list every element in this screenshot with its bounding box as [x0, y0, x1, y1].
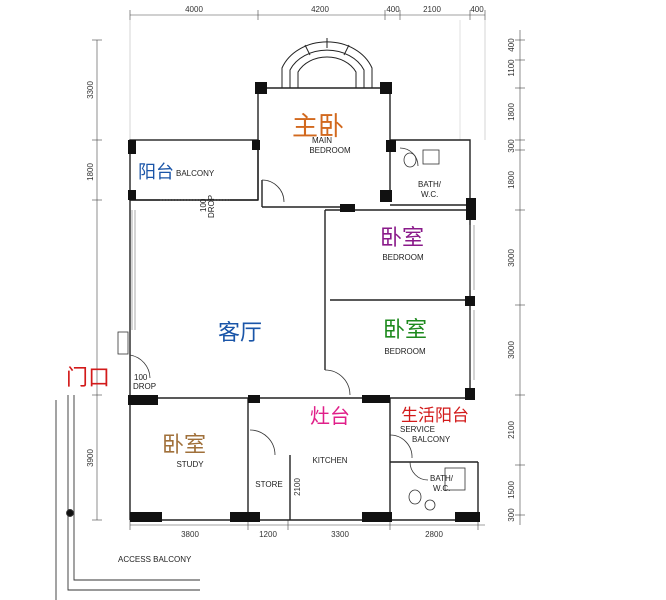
top-dimension-labels: 4000 4200 400 2100 400 [185, 5, 484, 14]
dim-left-1: 3300 [86, 81, 95, 99]
main-bedroom-zh: 主卧 [292, 112, 344, 142]
bath2-line2: W.C. [433, 484, 450, 493]
dim-right-8: 2100 [507, 421, 516, 439]
right-dimension-labels: 400 1100 1800 300 1800 3000 3000 2100 15… [507, 38, 516, 522]
dim-right-5: 1800 [507, 171, 516, 189]
balcony-en: BALCONY [176, 169, 215, 178]
main-bedroom-en-2: BEDROOM [309, 146, 351, 155]
dim-bottom-3: 3300 [331, 530, 349, 539]
service-balcony-en-1: SERVICE [400, 425, 435, 434]
drop-top-word: DROP [207, 195, 216, 218]
window-hatching [131, 199, 475, 380]
bath-fixtures [403, 149, 466, 511]
columns [128, 82, 480, 522]
kitchen-en: KITCHEN [312, 456, 347, 465]
dim-right-2: 1100 [507, 59, 516, 77]
bedroom1-zh: 卧室 [380, 226, 424, 251]
store-en: STORE [255, 480, 282, 489]
dim-right-1: 400 [507, 38, 516, 52]
access-balcony-en: ACCESS BALCONY [118, 555, 192, 564]
dim-bottom-2: 1200 [259, 530, 277, 539]
left-dimension-labels: 3300 1800 3900 [86, 81, 95, 467]
bath2-line1: BATH/ [430, 474, 454, 483]
main-bedroom-en-1: MAIN [312, 136, 332, 145]
bedroom2-zh: 卧室 [383, 318, 427, 343]
living-zh: 客厅 [218, 321, 262, 346]
service-balcony-zh: 生活阳台 [401, 406, 469, 426]
dim-right-7: 3000 [507, 341, 516, 359]
service-balcony-en-2: BALCONY [412, 435, 451, 444]
access-balcony-rail [55, 395, 200, 600]
walls [129, 87, 479, 521]
dim-top-5: 400 [470, 5, 484, 14]
kitchen-zh: 灶台 [310, 404, 350, 428]
bottom-dimension-labels: 3800 1200 3300 2800 [181, 530, 443, 539]
entry-cabinet [117, 331, 129, 355]
dim-left-2: 1800 [86, 163, 95, 181]
dim-top-1: 4000 [185, 5, 203, 14]
dim-bottom-1: 3800 [181, 530, 199, 539]
bedroom1-en: BEDROOM [382, 253, 424, 262]
dim-right-3: 1800 [507, 103, 516, 121]
door-swings [129, 147, 429, 481]
dim-bottom-4: 2800 [425, 530, 443, 539]
dim-left-3: 3900 [86, 449, 95, 467]
dim-right-9: 1500 [507, 481, 516, 499]
store-dim: 2100 [293, 478, 302, 496]
entrance-zh: 门口 [66, 366, 110, 391]
dim-right-6: 3000 [507, 249, 516, 267]
dim-right-10: 300 [507, 508, 516, 522]
bay-window [281, 38, 373, 88]
dimension-lines [92, 10, 525, 530]
bedroom2-en: BEDROOM [384, 347, 426, 356]
study-zh: 卧室 [162, 433, 206, 458]
study-en: STUDY [176, 460, 204, 469]
dim-top-3: 400 [386, 5, 400, 14]
drop-entry-value: 100 [134, 373, 148, 382]
bath1-line2: W.C. [421, 190, 438, 199]
balcony-zh: 阳台 [138, 162, 174, 183]
dim-right-4: 300 [507, 139, 516, 153]
dim-top-4: 2100 [423, 5, 441, 14]
drop-top-value: 100 [199, 198, 208, 212]
dim-top-2: 4200 [311, 5, 329, 14]
drop-entry-word: DROP [133, 382, 156, 391]
bath1-line1: BATH/ [418, 180, 442, 189]
